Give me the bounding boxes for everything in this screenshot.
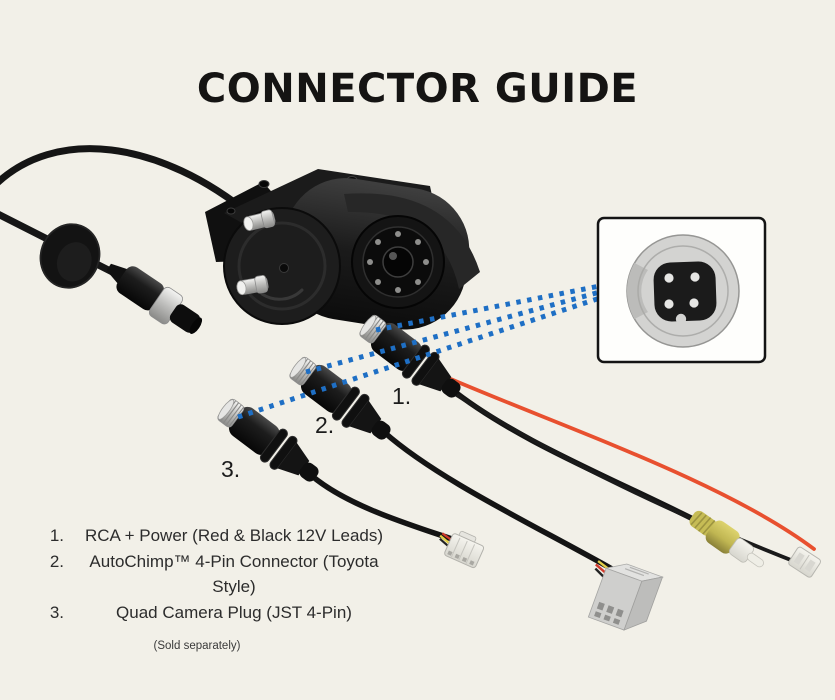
- callout-label-3: 3.: [221, 456, 240, 482]
- rca-plug-yellow: [689, 510, 764, 568]
- cable-to-toyota-plug: [381, 429, 615, 572]
- camera-female-connector: [106, 263, 203, 334]
- wire-black-power: [450, 390, 803, 566]
- cable-to-jst-plug: [309, 473, 455, 542]
- legend-item-2: 2. AutoChimp™ 4-Pin Connector (Toyota St…: [24, 549, 404, 600]
- callout-dotted-line-3: [237, 295, 601, 420]
- power-lead-plug: [788, 546, 821, 578]
- callout-label-2: 2.: [315, 412, 334, 438]
- connector-face-inset: [596, 216, 767, 364]
- callout-dotted-line-1: [375, 283, 601, 333]
- legend-item-text: AutoChimp™ 4-Pin Connector (Toyota Style…: [89, 551, 379, 597]
- page-title: CONNECTOR GUIDE: [196, 66, 639, 112]
- legend-item-text: Quad Camera Plug (JST 4-Pin): [116, 602, 352, 622]
- legend-item-3: 3. Quad Camera Plug (JST 4-Pin): [24, 600, 404, 626]
- sold-separately-note: (Sold separately): [153, 640, 241, 652]
- connector-face-notch: [675, 313, 687, 325]
- legend-item-text: RCA + Power (Red & Black 12V Leads): [84, 526, 384, 545]
- jst-4pin-plug: [439, 530, 485, 569]
- camera-cable-arc: [0, 145, 256, 220]
- toyota-style-plug: [587, 560, 665, 631]
- camera-illustration: [205, 169, 480, 330]
- legend-item-number: 3.: [49, 602, 64, 622]
- grommet-disc: [39, 223, 101, 289]
- legend-item-1: 1. RCA + Power (Red & Black 12V Leads): [24, 523, 404, 549]
- camera-lens: [351, 215, 445, 309]
- callout-label-1: 1.: [392, 383, 411, 409]
- callout-dotted-line-2: [305, 289, 601, 375]
- connector-face-core: [653, 261, 717, 322]
- camera-visor: [344, 193, 480, 289]
- ir-led-ring: [367, 231, 429, 293]
- wire-red-power: [444, 375, 816, 551]
- legend-item-number: 2.: [49, 551, 64, 571]
- legend-item-number: 1.: [49, 526, 64, 545]
- connector-face-pins: [664, 272, 700, 309]
- legend-list: 1. RCA + Power (Red & Black 12V Leads) 2…: [24, 523, 404, 652]
